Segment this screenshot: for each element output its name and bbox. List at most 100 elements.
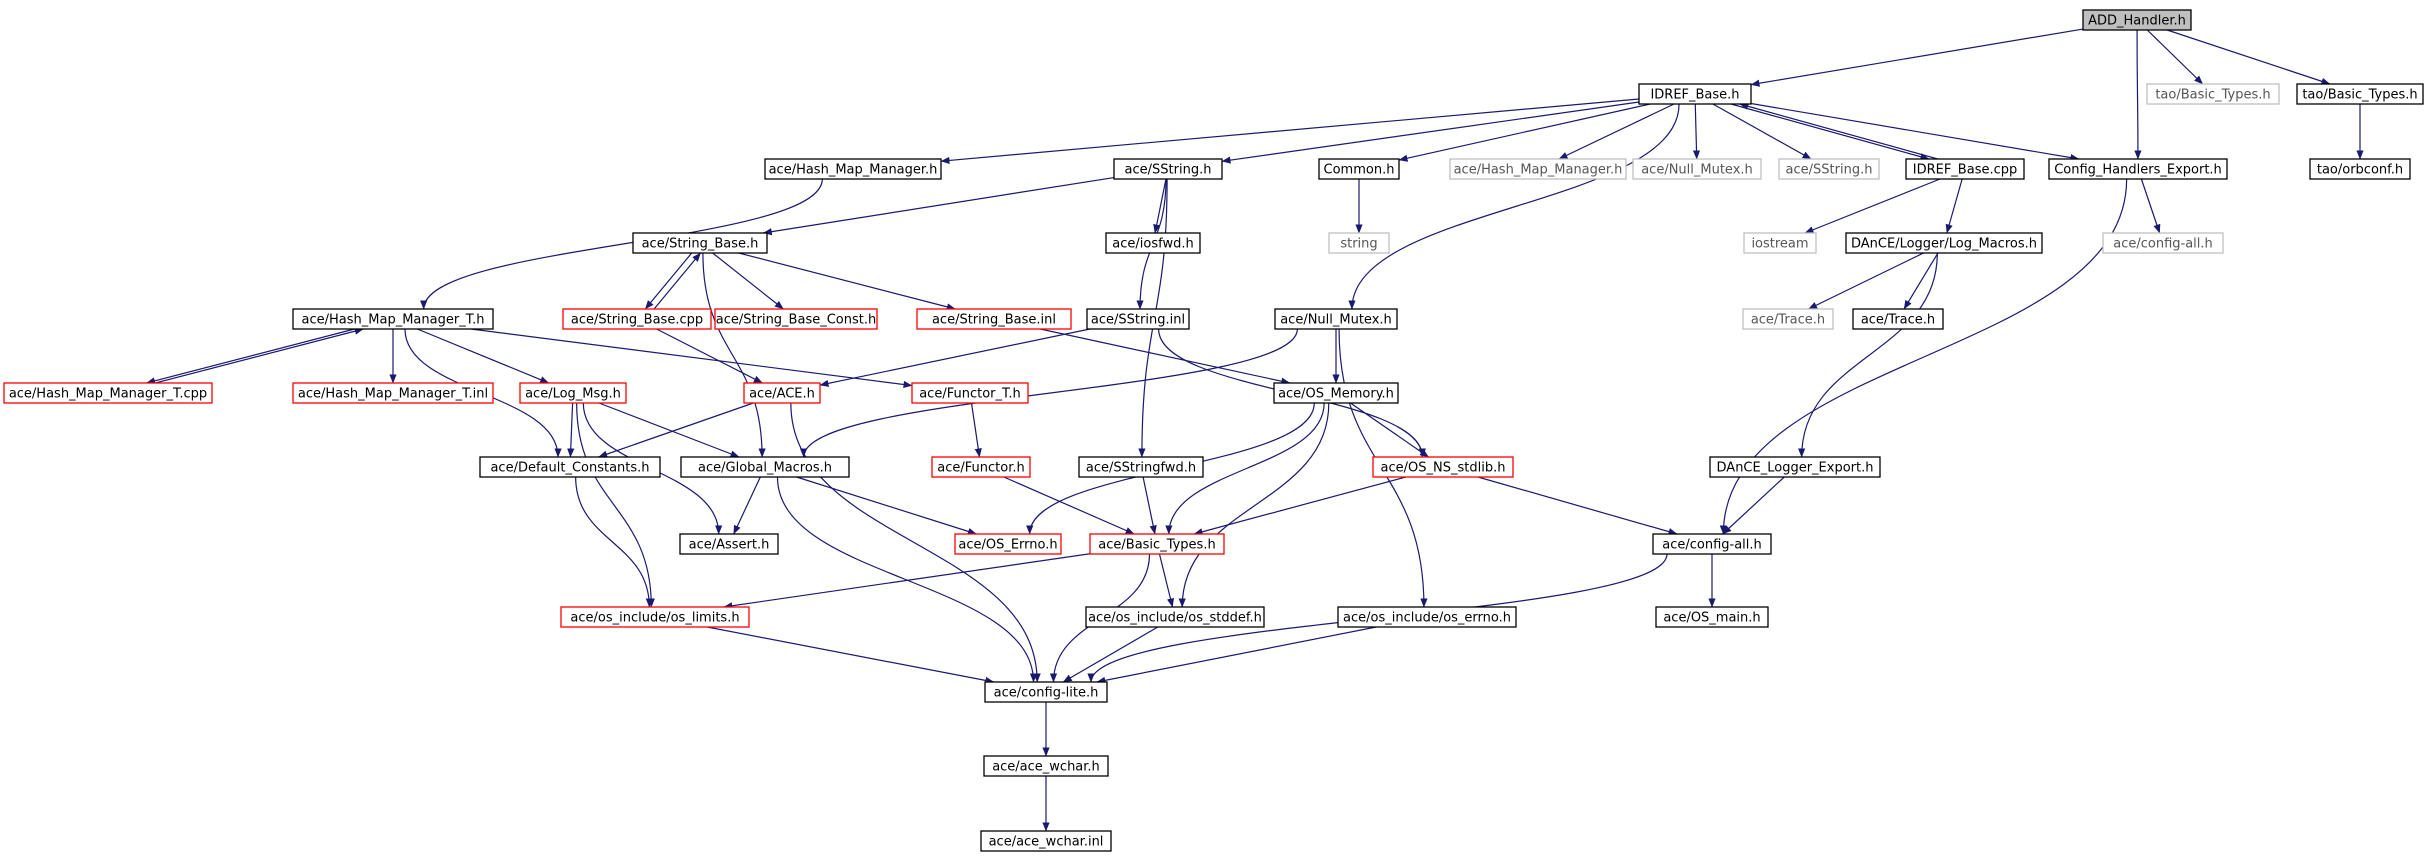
node-label: ace/SString.h xyxy=(1125,163,1212,178)
node-os-memory[interactable]: ace/OS_Memory.h xyxy=(1273,382,1399,404)
node-string-base-inl[interactable]: ace/String_Base.inl xyxy=(916,308,1072,330)
node-idref-base-h[interactable]: IDREF_Base.h xyxy=(1638,83,1752,105)
node-global-macros[interactable]: ace/Global_Macros.h xyxy=(680,456,850,478)
node-config-lite[interactable]: ace/config-lite.h xyxy=(984,681,1108,703)
node-box xyxy=(1086,308,1190,330)
node-label: ace/os_include/os_limits.h xyxy=(570,611,739,626)
node-dance-logger-export[interactable]: DAnCE_Logger_Export.h xyxy=(1709,456,1881,478)
node-config-handlers-export[interactable]: Config_Handlers_Export.h xyxy=(2048,158,2228,180)
edge-log_msg-to-default_constants xyxy=(567,402,575,458)
node-box xyxy=(1078,456,1204,478)
node-label: ace/SStringfwd.h xyxy=(1086,461,1196,476)
node-hash-map-manager-t-cpp[interactable]: ace/Hash_Map_Manager_T.cpp xyxy=(3,382,213,404)
node-string-base-h[interactable]: ace/String_Base.h xyxy=(632,232,768,254)
node-label: tao/Basic_Types.h xyxy=(2155,88,2270,103)
node-box xyxy=(1089,533,1225,555)
node-box xyxy=(632,232,768,254)
node-ace-assert[interactable]: ace/Assert.h xyxy=(679,533,779,555)
edge-add_handler-to-tao_basic_grey xyxy=(2146,29,2204,85)
edge-idref_base_h-to-null_mutex_h xyxy=(1348,103,1680,310)
node-label: ace/String_Base.h xyxy=(642,237,759,252)
node-label: ace/String_Base.cpp xyxy=(571,313,703,328)
node-label: ace/ace_wchar.inl xyxy=(989,835,1104,850)
node-box xyxy=(916,308,1072,330)
node-label: ace/Trace.h xyxy=(1861,313,1935,328)
node-os-limits[interactable]: ace/os_include/os_limits.h xyxy=(560,606,750,628)
edge-dance_log_macros-to-ace_trace xyxy=(1903,252,1939,310)
node-hash-map-manager-t-h[interactable]: ace/Hash_Map_Manager_T.h xyxy=(292,308,494,330)
node-tao-orbconf[interactable]: tao/orbconf.h xyxy=(2309,158,2411,180)
edge-log_msg-to-os_limits xyxy=(576,402,655,608)
node-iostream: iostream xyxy=(1743,232,1817,254)
edge-string_base_h-to-string_base_const xyxy=(712,252,784,310)
edge-functor_t-to-functor_h xyxy=(970,402,982,458)
node-label: ace/OS_Errno.h xyxy=(958,538,1057,553)
node-iosfwd[interactable]: ace/iosfwd.h xyxy=(1105,232,1201,254)
node-ace-trace[interactable]: ace/Trace.h xyxy=(1852,308,1944,330)
node-hash-map-manager-t-inl[interactable]: ace/Hash_Map_Manager_T.inl xyxy=(292,382,494,404)
node-ace-h[interactable]: ace/ACE.h xyxy=(743,382,821,404)
node-default-constants[interactable]: ace/Default_Constants.h xyxy=(479,456,661,478)
node-ace-wchar-inl[interactable]: ace/ace_wchar.inl xyxy=(980,830,1112,852)
node-label: ace/Basic_Types.h xyxy=(1098,538,1215,553)
node-functor-h[interactable]: ace/Functor.h xyxy=(931,456,1031,478)
node-box xyxy=(1632,158,1762,180)
node-os-stddef[interactable]: ace/os_include/os_stddef.h xyxy=(1085,606,1265,628)
node-box xyxy=(560,606,750,628)
node-box xyxy=(984,681,1108,703)
edge-sstringfwd-to-basic_types xyxy=(1142,476,1157,535)
node-os-main[interactable]: ace/OS_main.h xyxy=(1655,606,1769,628)
node-label: ace/Hash_Map_Manager.h xyxy=(769,163,938,178)
node-hash-map-manager-h[interactable]: ace/Hash_Map_Manager.h xyxy=(764,158,942,180)
node-label: ace/String_Base.inl xyxy=(932,313,1056,328)
node-log-msg[interactable]: ace/Log_Msg.h xyxy=(519,382,627,404)
node-sstring-h[interactable]: ace/SString.h xyxy=(1113,158,1223,180)
node-ace-trace-grey: ace/Trace.h xyxy=(1742,308,1834,330)
edge-os_memory-to-basic_types xyxy=(1165,402,1325,535)
node-common-h[interactable]: Common.h xyxy=(1318,158,1400,180)
edge-global_macros-to-config_lite xyxy=(776,476,1038,683)
node-label: iostream xyxy=(1751,237,1808,252)
node-string-base-const[interactable]: ace/String_Base_Const.h xyxy=(714,308,878,330)
node-label: ace/ACE.h xyxy=(749,387,815,402)
node-label: ace/Log_Msg.h xyxy=(525,387,621,402)
node-string-base-cpp[interactable]: ace/String_Base.cpp xyxy=(562,308,712,330)
node-box xyxy=(1372,456,1514,478)
node-sstring-inl[interactable]: ace/SString.inl xyxy=(1086,308,1190,330)
edge-basic_types-to-os_limits xyxy=(723,553,1091,610)
node-label: ace/Trace.h xyxy=(1751,313,1825,328)
node-box xyxy=(2146,83,2280,105)
node-null-mutex-h[interactable]: ace/Null_Mutex.h xyxy=(1274,308,1398,330)
edge-idref_base_h-to-sstring_grey xyxy=(1712,103,1812,160)
edge-config_handlers_export-to-config_all_grey xyxy=(2140,178,2161,234)
node-dance-log-macros[interactable]: DAnCE/Logger/Log_Macros.h xyxy=(1845,232,2043,254)
edge-sstring_h-to-string_base_h xyxy=(762,176,1115,236)
node-config-all[interactable]: ace/config-all.h xyxy=(1652,533,1772,555)
edge-string_base_cpp-to-ace_h xyxy=(656,328,763,384)
edge-global_macros-to-ace_assert xyxy=(733,476,761,535)
edge-log_msg-to-global_macros xyxy=(598,402,740,458)
node-add-handler[interactable]: ADD_Handler.h xyxy=(2082,9,2192,31)
node-box xyxy=(1652,533,1772,555)
node-os-errno-inc[interactable]: ace/os_include/os_errno.h xyxy=(1337,606,1517,628)
edge-hash_map_manager_h-to-hash_map_manager_t_h xyxy=(420,178,823,310)
node-tao-basic[interactable]: tao/Basic_Types.h xyxy=(2296,83,2424,105)
node-box xyxy=(1709,456,1881,478)
node-idref-base-cpp[interactable]: IDREF_Base.cpp xyxy=(1905,158,2025,180)
node-label: tao/Basic_Types.h xyxy=(2302,88,2417,103)
node-config-all-grey: ace/config-all.h xyxy=(2102,232,2224,254)
node-os-errno[interactable]: ace/OS_Errno.h xyxy=(954,533,1062,555)
node-os-ns-stdlib[interactable]: ace/OS_NS_stdlib.h xyxy=(1372,456,1514,478)
edge-string_base_h-to-global_macros xyxy=(702,252,766,458)
edge-os_memory-to-os_ns_stdlib xyxy=(1350,402,1429,458)
node-sstringfwd[interactable]: ace/SStringfwd.h xyxy=(1078,456,1204,478)
node-basic-types[interactable]: ace/Basic_Types.h xyxy=(1089,533,1225,555)
node-functor-t[interactable]: ace/Functor_T.h xyxy=(911,382,1029,404)
edge-ace_h-to-config_lite xyxy=(790,402,1041,683)
node-label: IDREF_Base.cpp xyxy=(1913,163,2018,178)
node-label: ace/Null_Mutex.h xyxy=(1641,163,1753,178)
node-ace-wchar-h[interactable]: ace/ace_wchar.h xyxy=(983,755,1109,777)
edge-os_stddef-to-config_lite xyxy=(1062,626,1159,683)
node-box xyxy=(2102,232,2224,254)
node-label: ace/Hash_Map_Manager_T.cpp xyxy=(9,387,207,402)
